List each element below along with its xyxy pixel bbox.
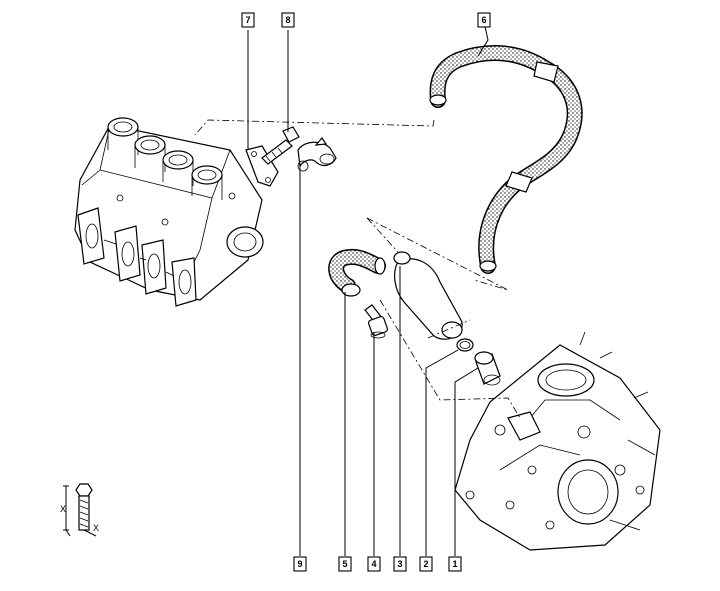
- callout-2-label: 2: [423, 559, 428, 569]
- callout-4: 4: [367, 556, 381, 572]
- callout-1: 1: [448, 556, 462, 572]
- callout-7: 7: [241, 12, 255, 28]
- connector-fitting-part: [364, 304, 389, 339]
- callout-4-label: 4: [371, 559, 376, 569]
- o-ring-part: [456, 338, 474, 352]
- outlet-flange-part: [245, 145, 279, 187]
- leader-lines: [247, 21, 489, 556]
- callout-5-label: 5: [342, 559, 347, 569]
- assembly-dashed-lines: [194, 119, 521, 419]
- torque-symbol-icon: [63, 483, 97, 537]
- torque-x-label-bottom: X: [93, 523, 99, 533]
- callout-6-label: 6: [481, 15, 486, 25]
- callout-8: 8: [281, 12, 295, 28]
- cylinder-block-drawing: [454, 331, 661, 551]
- torque-x-label-top: X: [60, 504, 66, 514]
- callout-8-label: 8: [285, 15, 290, 25]
- breather-hose-upper: [429, 45, 583, 274]
- sleeve-part: [474, 351, 501, 386]
- elbow-hose-part: [328, 249, 386, 297]
- callout-3: 3: [393, 556, 407, 572]
- callout-6: 6: [477, 12, 491, 28]
- callout-9: 9: [293, 556, 307, 572]
- bolt-part: [261, 126, 300, 165]
- callout-9-label: 9: [297, 559, 302, 569]
- callout-2: 2: [419, 556, 433, 572]
- callout-7-label: 7: [245, 15, 250, 25]
- cylinder-head-drawing: [74, 117, 264, 307]
- callout-3-label: 3: [397, 559, 402, 569]
- callout-5: 5: [338, 556, 352, 572]
- oil-separator-part: [393, 251, 463, 340]
- hose-clip-part: [297, 137, 337, 172]
- callout-1-label: 1: [452, 559, 457, 569]
